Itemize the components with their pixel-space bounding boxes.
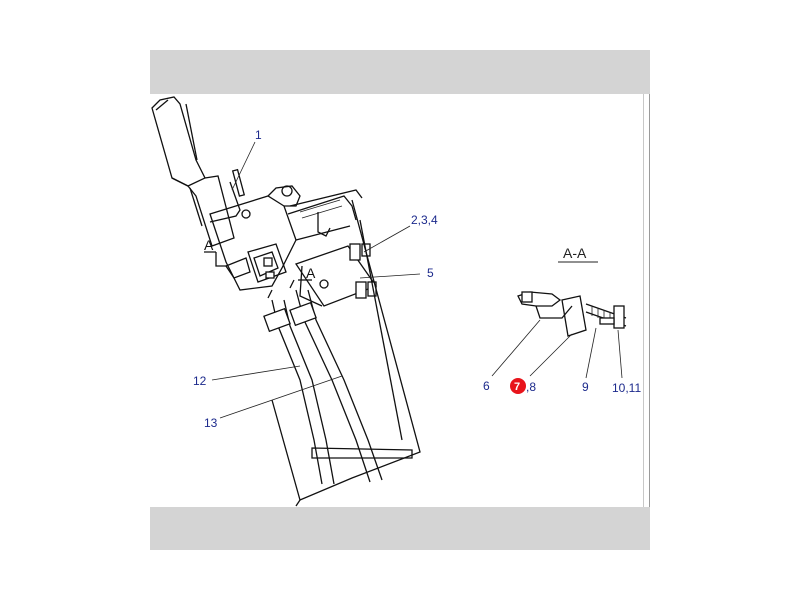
callout-1: 1 bbox=[255, 128, 262, 142]
callout-7[interactable]: 7 bbox=[514, 381, 520, 393]
viewer-bottom-bar bbox=[150, 507, 650, 550]
callout-5: 5 bbox=[427, 266, 434, 280]
section-mark-left: A bbox=[204, 237, 214, 253]
callout-8: ,8 bbox=[526, 380, 536, 394]
section-cut-arrow-left bbox=[204, 251, 226, 267]
callout-leader-lines bbox=[211, 141, 623, 419]
viewer-divider bbox=[643, 94, 644, 507]
callout-9: 9 bbox=[582, 380, 589, 394]
callout-2-3-4: 2,3,4 bbox=[411, 213, 438, 227]
section-mark-right: A bbox=[306, 265, 316, 281]
callout-13: 13 bbox=[204, 416, 218, 430]
section-detail-parts bbox=[517, 291, 627, 337]
section-view-title: A-A bbox=[563, 245, 587, 261]
highlight-badge[interactable] bbox=[510, 378, 526, 394]
lever-handle bbox=[151, 96, 251, 247]
callout-6: 6 bbox=[483, 379, 490, 393]
hydraulic-hoses bbox=[263, 279, 383, 485]
valve-body-left bbox=[225, 243, 287, 283]
viewer-top-bar bbox=[150, 50, 650, 94]
parts-diagram-viewer bbox=[150, 94, 650, 507]
control-column-housing bbox=[271, 189, 421, 507]
mounting-bracket bbox=[209, 185, 357, 291]
callout-10-11: 10,11 bbox=[612, 381, 641, 395]
callout-12: 12 bbox=[193, 374, 207, 388]
